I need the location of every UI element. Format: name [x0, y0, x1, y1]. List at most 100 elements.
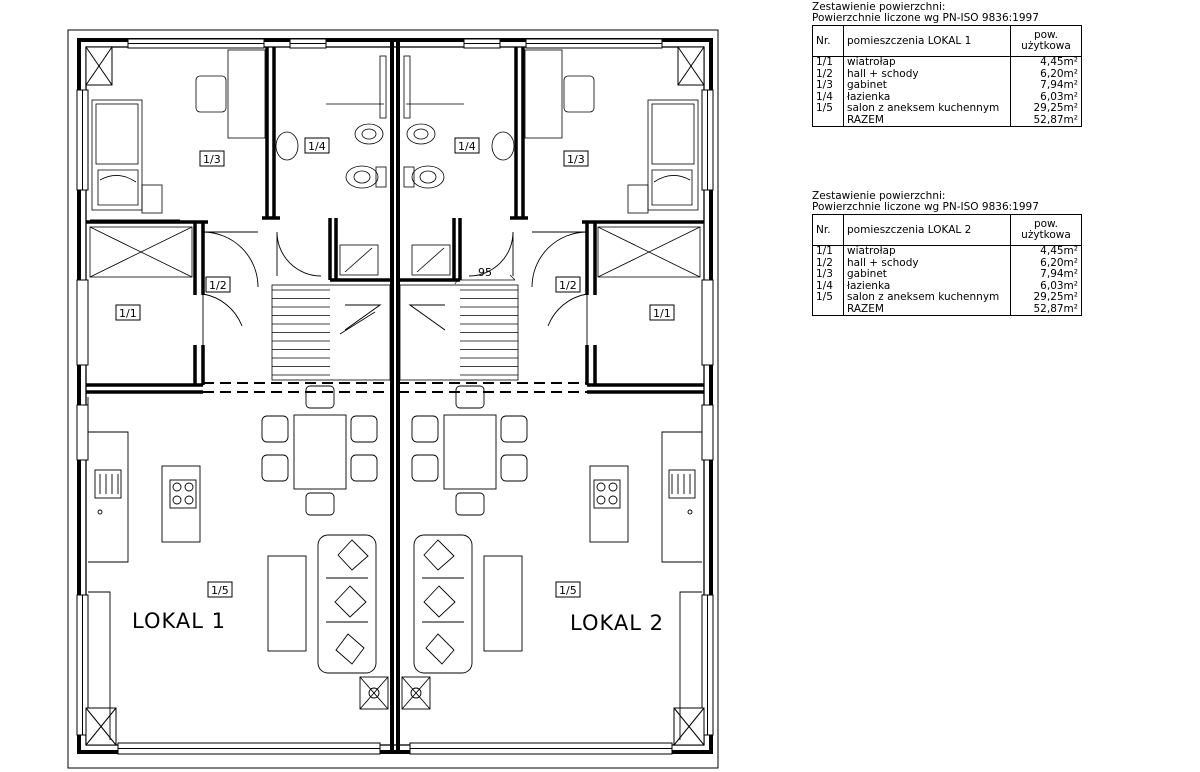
total-label: RAZEM: [847, 113, 884, 126]
row-name: wiatrołap: [847, 245, 896, 257]
room-tag-text-left: 1/3 1/4 1/2 1/1 1/5: [119, 140, 326, 597]
row-nr: 1/3: [816, 268, 833, 280]
room-tag-1-3-right: 1/3: [567, 153, 585, 166]
dimension-label: 95: [478, 266, 492, 279]
row-name: salon z aneksem kuchennym: [847, 291, 1000, 303]
row-area: 7,94m²: [1040, 268, 1078, 280]
schedule-title: Zestawienie powierzchni:: [812, 190, 946, 202]
col-nr: Nr.: [812, 214, 844, 246]
row-nr-blank: [816, 115, 840, 127]
col-area-line2: użytkowa: [1021, 40, 1071, 52]
room-tags-right: [454, 137, 675, 598]
area-schedule-lokal-2: Zestawienie powierzchni: Powierzchnie li…: [812, 191, 1084, 316]
dining-right: [411, 385, 528, 516]
office-furniture: [91, 49, 699, 214]
schedule-subtitle: Powierzchnie liczone wg PN-ISO 9836:1997: [812, 201, 1039, 213]
total-label: RAZEM: [847, 302, 884, 315]
row-area: 29,25m²: [1033, 291, 1079, 303]
row-name: wiatrołap: [847, 56, 896, 68]
row-nr: 1/2: [816, 256, 833, 269]
schedule-subtitle: Powierzchnie liczone wg PN-ISO 9836:1997: [812, 12, 1039, 24]
doors-left: [90, 219, 322, 345]
row-name: łazienka: [847, 90, 891, 103]
nr-cell: 1/1 1/2 1/3 1/4 1/5: [812, 245, 844, 316]
party-wall: [390, 40, 400, 752]
col-area: pow. użytkowa: [1010, 25, 1082, 57]
row-area: 6,03m²: [1040, 90, 1078, 103]
wardrobes: [89, 226, 701, 278]
total-area: 52,87m²: [1033, 302, 1079, 315]
row-name: salon z aneksem kuchennym: [847, 102, 1000, 114]
dashed-beam: [203, 382, 587, 393]
unit-label-right: LOKAL 2: [570, 611, 664, 635]
name-cell: wiatrołap hall + schody gabinet łazienka…: [843, 56, 1011, 127]
room-tags-left: [115, 137, 330, 598]
room-tag-text-right: 1/3 1/4 1/2 1/1 1/5: [458, 140, 671, 597]
dimension-line: [454, 274, 516, 285]
unit-label-left: LOKAL 1: [132, 609, 226, 633]
area-cell: 4,45m² 6,20m² 7,94m² 6,03m² 29,25m² 52,8…: [1010, 56, 1082, 127]
row-nr-blank: [816, 304, 840, 316]
col-name: pomieszczenia LOKAL 1: [843, 25, 1011, 57]
interior-walls-left: [86, 47, 390, 394]
area-cell: 4,45m² 6,20m² 7,94m² 6,03m² 29,25m² 52,8…: [1010, 245, 1082, 316]
side-windows: [76, 89, 714, 736]
col-name: pomieszczenia LOKAL 2: [843, 214, 1011, 246]
row-nr: 1/4: [816, 279, 833, 292]
dining-left: [261, 385, 378, 516]
total-area: 52,87m²: [1033, 113, 1079, 126]
room-tag-1-1-right: 1/1: [653, 307, 671, 320]
col-area-line1: pow.: [1033, 218, 1059, 230]
name-cell: wiatrołap hall + schody gabinet łazienka…: [843, 245, 1011, 316]
row-name: hall + schody: [847, 256, 919, 269]
row-area: 4,45m²: [1040, 56, 1078, 68]
row-nr: 1/2: [816, 67, 833, 80]
row-nr: 1/3: [816, 79, 833, 91]
kitchen-left: [88, 431, 201, 740]
sofa-left: [267, 534, 389, 710]
row-area: 6,20m²: [1040, 67, 1078, 80]
schedule-title: Zestawienie powierzchni:: [812, 1, 946, 13]
room-tag-1-2-left: 1/2: [209, 279, 227, 292]
sofa-right: [401, 534, 523, 710]
room-tag-1-2-right: 1/2: [559, 279, 577, 292]
row-nr: 1/5: [816, 291, 833, 303]
room-tag-1-5-left: 1/5: [211, 584, 229, 597]
room-tag-1-3-left: 1/3: [203, 153, 221, 166]
row-area: 6,03m²: [1040, 279, 1078, 292]
corner-columns: [85, 46, 705, 746]
row-area: 7,94m²: [1040, 79, 1078, 91]
area-table: Nr. pomieszczenia LOKAL 2 pow. użytkowa …: [812, 214, 1082, 316]
bathroom-fixtures: [275, 55, 515, 189]
row-name: łazienka: [847, 279, 891, 292]
row-nr: 1/4: [816, 90, 833, 103]
kitchen-right: [589, 431, 702, 740]
row-area: 29,25m²: [1033, 102, 1079, 114]
nr-cell: 1/1 1/2 1/3 1/4 1/5: [812, 56, 844, 127]
room-tag-1-4-left: 1/4: [308, 140, 326, 153]
row-area: 6,20m²: [1040, 256, 1078, 269]
top-windows: [127, 38, 663, 49]
col-area-line1: pow.: [1033, 29, 1059, 41]
exterior-walls: [77, 38, 713, 754]
site-outline: [67, 29, 719, 769]
row-nr: 1/1: [816, 56, 833, 68]
row-name: gabinet: [847, 79, 887, 91]
bottom-windows: [117, 742, 673, 755]
room-tag-1-4-right: 1/4: [458, 140, 476, 153]
area-table: Nr. pomieszczenia LOKAL 1 pow. użytkowa …: [812, 25, 1082, 127]
area-schedule-lokal-1: Zestawienie powierzchni: Powierzchnie li…: [812, 2, 1084, 127]
stairs-left: [271, 284, 391, 381]
doors-right: [468, 231, 588, 345]
row-nr: 1/1: [816, 245, 833, 257]
room-tag-1-1-left: 1/1: [119, 307, 137, 320]
interior-walls-right: [400, 47, 704, 394]
col-area-line2: użytkowa: [1021, 229, 1071, 241]
col-nr: Nr.: [812, 25, 844, 57]
room-tag-1-5-right: 1/5: [559, 584, 577, 597]
row-name: hall + schody: [847, 67, 919, 80]
stairs-right: [399, 284, 519, 381]
col-area: pow. użytkowa: [1010, 214, 1082, 246]
row-area: 4,45m²: [1040, 245, 1078, 257]
